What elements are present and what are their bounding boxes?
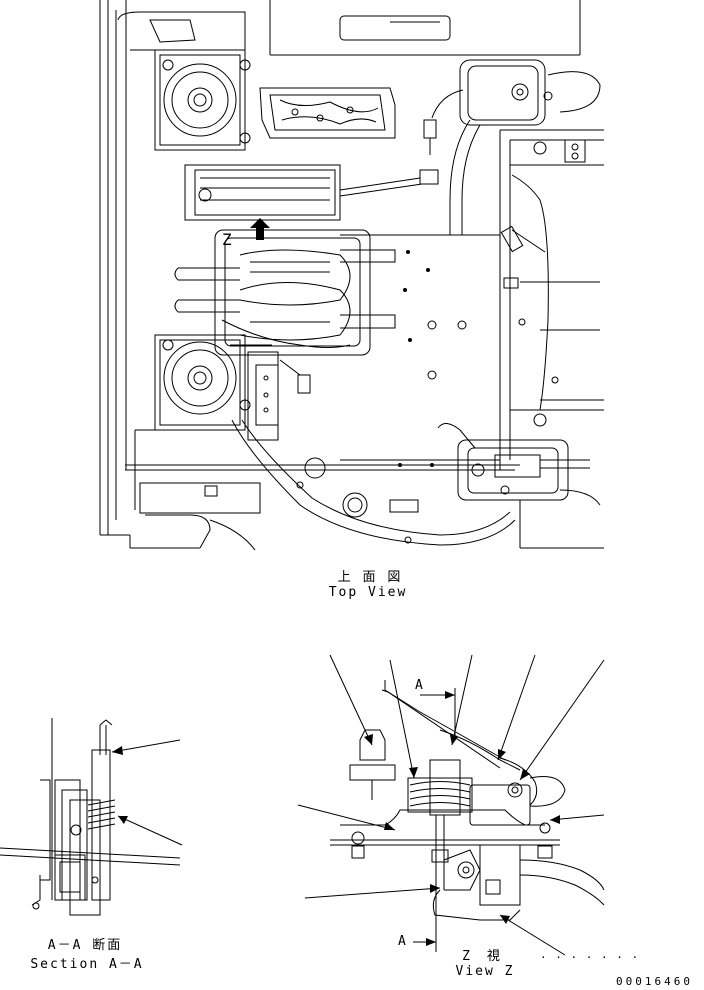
section-a-a-caption-en: Section A－A	[30, 957, 144, 972]
drawing-number: 00016460	[616, 975, 693, 988]
z-marker-label: Z	[222, 230, 234, 249]
section-a-a-drawing	[0, 718, 183, 916]
view-z-caption-jp: Z 視	[462, 949, 502, 964]
view-z-drawing	[297, 654, 605, 956]
view-z-caption-en: View Z	[455, 964, 515, 979]
top-view-caption-jp: 上 面 図	[337, 570, 403, 585]
dotted-leader-note: . . . . . . .	[540, 948, 640, 961]
section-a-marker-bottom: A	[398, 934, 408, 949]
section-a-a-caption-jp: A－A 断面	[47, 938, 123, 953]
top-view-drawing	[99, 0, 604, 551]
section-a-marker-top: A	[415, 678, 425, 693]
top-view-caption-en: Top View	[328, 585, 408, 600]
